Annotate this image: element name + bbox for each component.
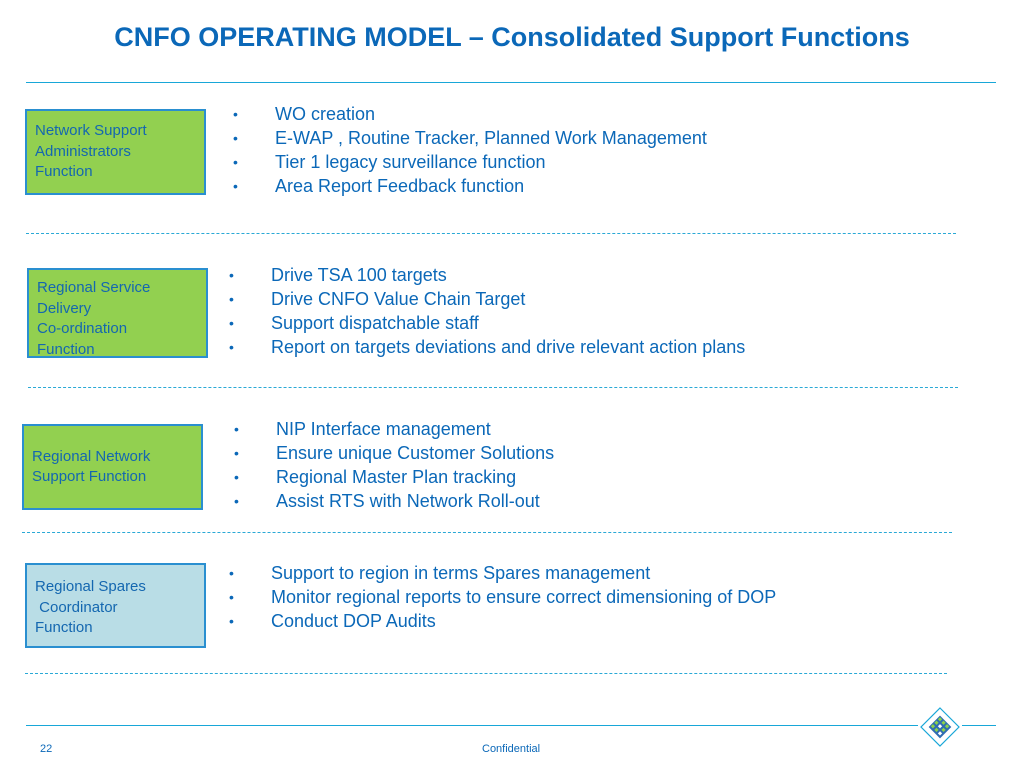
footer-divider: [26, 725, 996, 726]
function-label-line: Function: [37, 340, 95, 358]
list-item: •NIP Interface management: [234, 419, 491, 439]
bullet-icon: •: [229, 339, 234, 355]
section-divider: [28, 387, 958, 388]
list-item: •Ensure unique Customer Solutions: [234, 443, 555, 463]
function-label-line: Function: [35, 163, 93, 180]
function-label-line: Regional Service: [37, 279, 151, 296]
function-bullet-list: •Drive TSA 100 targets •Drive CNFO Value…: [229, 263, 745, 359]
function-box-network-support: Network Support Administrators Function: [25, 109, 206, 195]
list-item: •Regional Master Plan tracking: [234, 467, 517, 487]
list-item: •E-WAP , Routine Tracker, Planned Work M…: [233, 128, 707, 148]
confidential-label: Confidential: [482, 743, 541, 755]
section-divider: [26, 233, 956, 234]
section-divider: [25, 673, 947, 674]
function-bullet-list: •WO creation •E-WAP , Routine Tracker, P…: [233, 102, 707, 198]
function-label-line: Delivery: [37, 299, 92, 317]
bullet-icon: •: [234, 493, 239, 509]
function-bullet-list: •Support to region in terms Spares manag…: [229, 561, 776, 633]
bullet-icon: •: [229, 589, 234, 605]
function-label-line: Network Support: [35, 122, 147, 139]
bullet-icon: •: [234, 421, 239, 437]
bullet-icon: •: [234, 445, 239, 461]
function-box-regional-spares-coordinator: Regional Spares Coordinator Function: [25, 563, 206, 648]
list-item: •Tier 1 legacy surveillance function: [233, 152, 546, 172]
title-divider: [26, 82, 996, 83]
list-item: •Support to region in terms Spares manag…: [229, 563, 651, 583]
function-label-line: Administrators: [35, 142, 131, 160]
bullet-icon: •: [229, 565, 234, 581]
function-box-regional-network-support: Regional Network Support Function: [22, 424, 203, 510]
bullet-icon: •: [229, 267, 234, 283]
list-item: •Monitor regional reports to ensure corr…: [229, 587, 777, 607]
function-label-line: Co-ordination: [37, 320, 128, 337]
function-label-line: Regional Spares: [35, 578, 146, 595]
bullet-icon: •: [233, 130, 238, 146]
bullet-icon: •: [233, 106, 238, 122]
bullet-icon: •: [233, 178, 238, 194]
diamond-grid-logo-icon: [918, 705, 962, 749]
section-divider: [22, 532, 952, 533]
function-label-line: Function: [35, 619, 93, 636]
list-item: •Report on targets deviations and drive …: [229, 337, 746, 357]
bullet-icon: •: [229, 291, 234, 307]
function-bullet-list: •NIP Interface management •Ensure unique…: [234, 417, 554, 513]
bullet-icon: •: [229, 613, 234, 629]
list-item: •Assist RTS with Network Roll-out: [234, 491, 540, 511]
list-item: •Drive CNFO Value Chain Target: [229, 289, 526, 309]
bullet-icon: •: [234, 469, 239, 485]
list-item: •Support dispatchable staff: [229, 313, 479, 333]
function-label-line: Regional Network: [32, 447, 151, 465]
page-number: 22: [40, 743, 53, 755]
function-label-line: Coordinator: [35, 598, 118, 616]
bullet-icon: •: [233, 154, 238, 170]
list-item: •Conduct DOP Audits: [229, 611, 436, 631]
function-box-regional-service-delivery: Regional Service Delivery Co-ordination …: [27, 268, 208, 358]
bullet-icon: •: [229, 315, 234, 331]
function-label-line: Support Function: [32, 468, 147, 485]
page-title: CNFO OPERATING MODEL – Consolidated Supp…: [114, 22, 910, 52]
list-item: •Drive TSA 100 targets: [229, 265, 447, 285]
list-item: •Area Report Feedback function: [233, 176, 525, 196]
list-item: •WO creation: [233, 104, 376, 124]
